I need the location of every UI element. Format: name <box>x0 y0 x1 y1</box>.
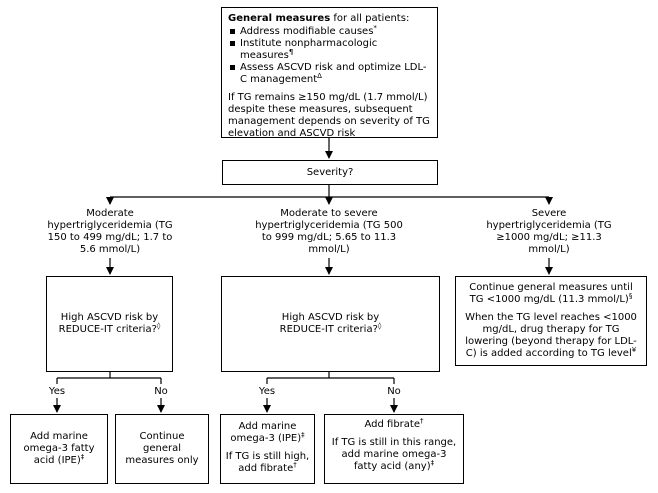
moderate-yes-label: Yes <box>48 386 66 397</box>
mod-severe-label: Moderate to severe hypertriglyceridemia … <box>255 208 403 255</box>
severe-measures-box: Continue general measures until TG <1000… <box>455 276 647 366</box>
general-measures-list: Address modifiable causes* Institute non… <box>228 25 431 86</box>
severity-label: Severity? <box>306 167 354 178</box>
general-measures-title: General measures for all patients: <box>228 13 410 24</box>
moderate-question-box: High ASCVD risk by REDUCE-IT criteria?◊ <box>46 276 173 372</box>
mod-severe-yes-label: Yes <box>258 386 276 397</box>
severe-label: Severe hypertriglyceridemia (TG ≥1000 mg… <box>486 208 612 255</box>
mod-severe-question-box: High ASCVD risk by REDUCE-IT criteria?◊ <box>221 276 440 372</box>
general-followup-text: If TG remains ≥150 mg/dL (1.7 mmol/L) de… <box>228 92 430 139</box>
moderate-no-label: No <box>154 386 168 397</box>
mod-severe-yes-box: Add marine omega-3 (IPE)‡ If TG is still… <box>220 414 315 484</box>
general-measures-box: General measures for all patients: Addre… <box>221 7 438 139</box>
mod-severe-no-box: Add fibrate† If TG is still in this rang… <box>324 414 464 484</box>
list-item: Institute nonpharmacologic measures¶ <box>228 38 431 62</box>
list-item: Assess ASCVD risk and optimize LDL-C man… <box>228 62 431 86</box>
moderate-no-box: Continue general measures only <box>115 414 209 484</box>
mod-severe-no-label: No <box>387 386 401 397</box>
list-item: Address modifiable causes* <box>228 25 431 38</box>
severity-box: Severity? <box>222 160 438 185</box>
moderate-yes-box: Add marine omega-3 fatty acid (IPE)‡ <box>10 414 108 484</box>
moderate-label: Moderate hypertriglyceridemia (TG 150 to… <box>47 208 173 255</box>
